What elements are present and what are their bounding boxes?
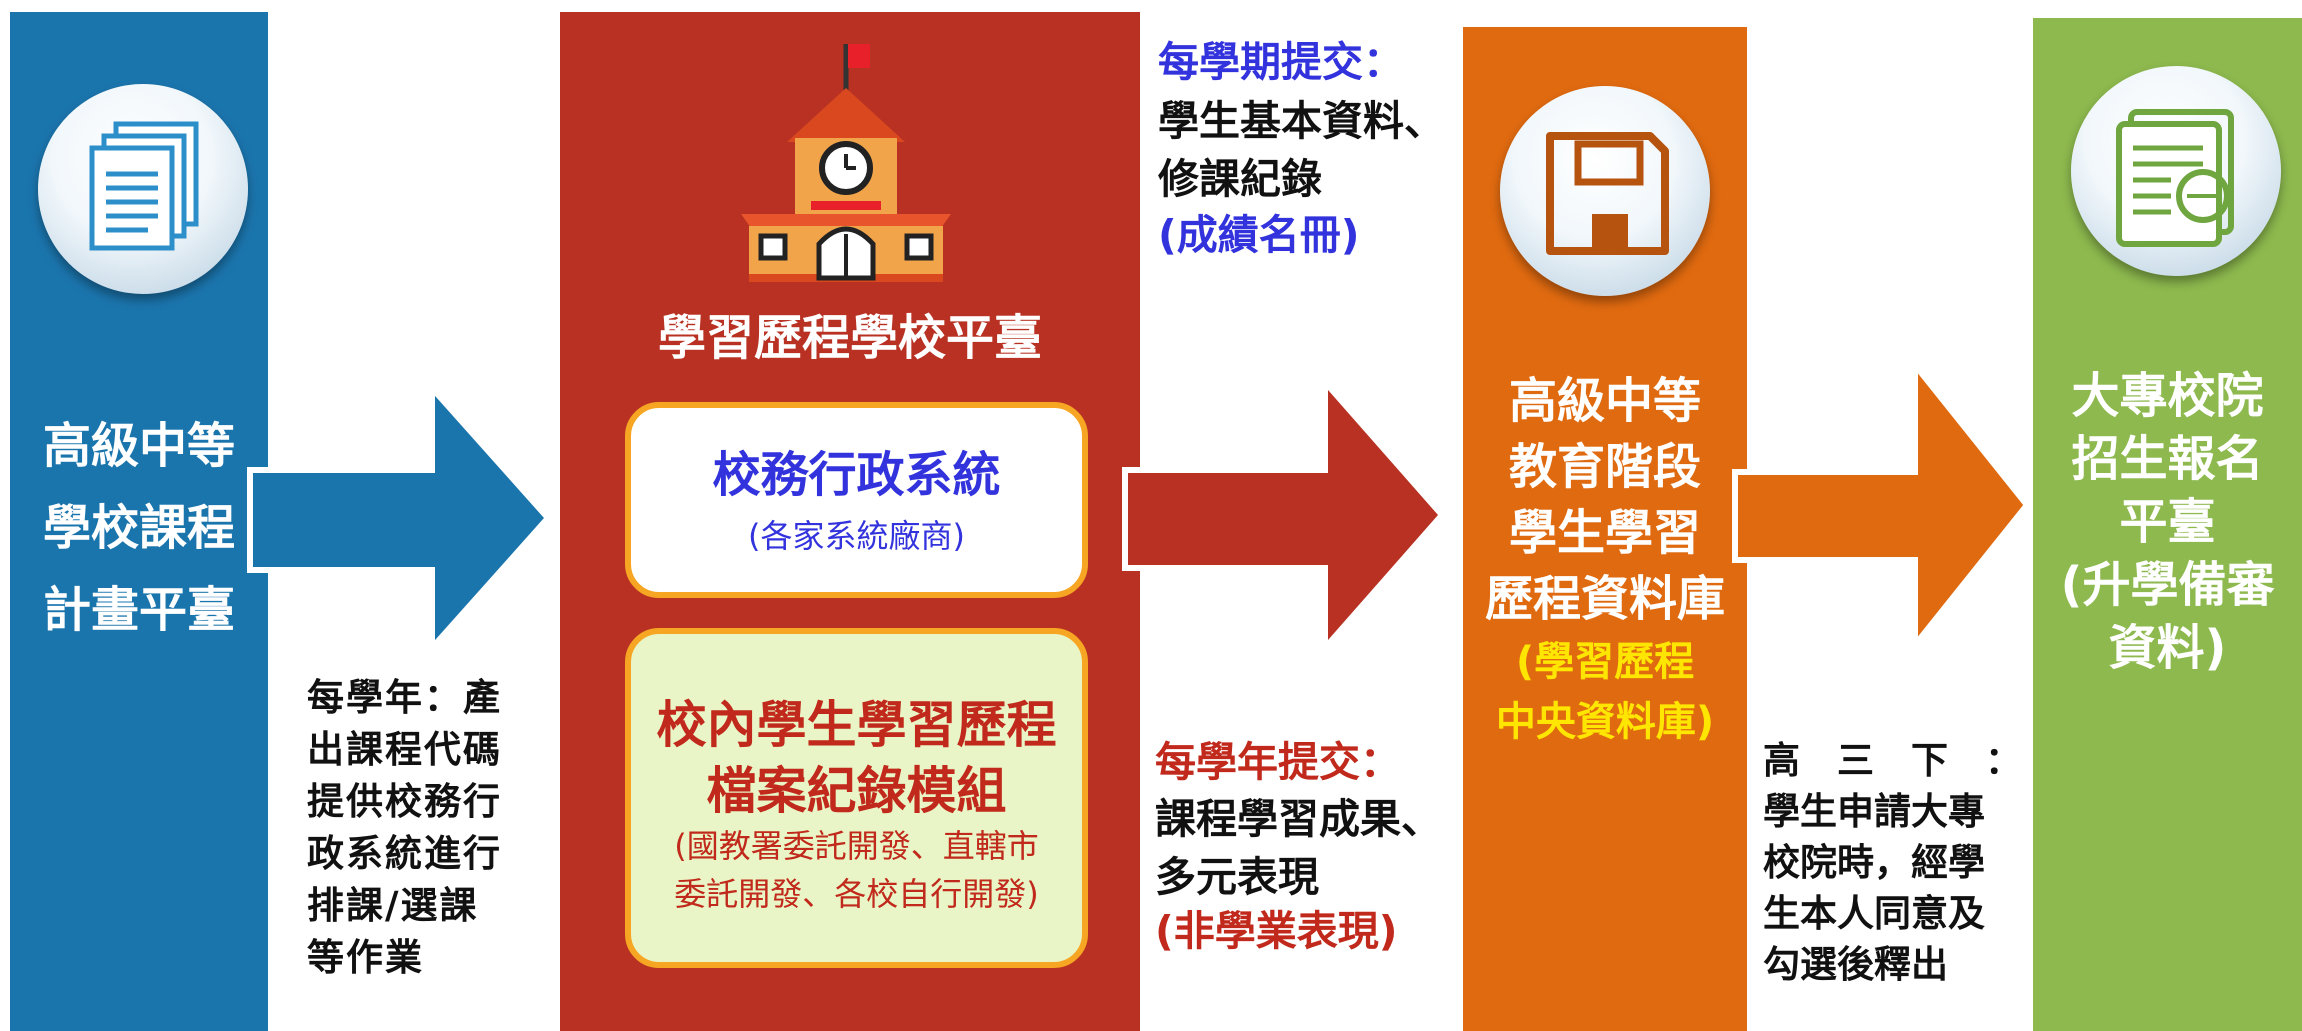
floppy-disk-icon	[1500, 86, 1710, 296]
yearly-submission-heading: 每學年提交：	[1155, 738, 1401, 786]
school-admin-system-box: 校務行政系統 (各家系統廠商)	[625, 402, 1088, 598]
orange-flow-arrow	[1732, 356, 2031, 654]
semester-submission-body: 學生基本資料、 修課紀錄	[1158, 97, 1445, 203]
course-plan-platform-title: 高級中等 學校課程 計畫平臺	[42, 418, 235, 638]
red-flow-arrow	[1122, 374, 1446, 656]
blue-flow-arrow	[247, 380, 553, 656]
documents-icon	[38, 84, 248, 294]
yearly-submission-paren: (非學業表現)	[1155, 907, 1398, 955]
release-condition-note: 高 三 下 ： 學生申請大專 校院時，經學 生本人同意及 勾選後釋出	[1763, 739, 2022, 986]
university-platform-title: 大專校院 招生報名 平臺 (升學備審 資料)	[2060, 368, 2275, 676]
school-building-icon	[741, 44, 951, 282]
central-database-subtitle: (學習歷程 中央資料庫)	[1495, 639, 1715, 745]
semester-submission-heading: 每學期提交：	[1158, 38, 1404, 86]
report-document-icon	[2071, 66, 2281, 276]
central-database-title: 高級中等 教育階段 學生學習 歷程資料庫	[1484, 373, 1725, 627]
school-admin-system-title: 校務行政系統	[712, 447, 1001, 503]
school-admin-system-subtitle: (各家系統廠商)	[748, 517, 965, 555]
learning-portfolio-module-title: 校內學生學習歷程 檔案紀錄模組	[656, 696, 1057, 820]
yearly-submission-body: 課程學習成果、 多元表現	[1155, 795, 1442, 901]
learning-portfolio-module-box: 校內學生學習歷程 檔案紀錄模組 (國教署委託開發、直轄市 委託開發、各校自行開發…	[625, 628, 1088, 968]
semester-submission-paren: (成績名冊)	[1158, 211, 1360, 259]
course-code-note: 每學年：產 出課程代碼 提供校務行 政系統進行 排課/選課 等作業	[307, 676, 502, 979]
learning-portfolio-module-subtitle: (國教署委託開發、直轄市 委託開發、各校自行開發)	[674, 827, 1039, 913]
school-platform-title: 學習歷程學校平臺	[657, 310, 1042, 366]
